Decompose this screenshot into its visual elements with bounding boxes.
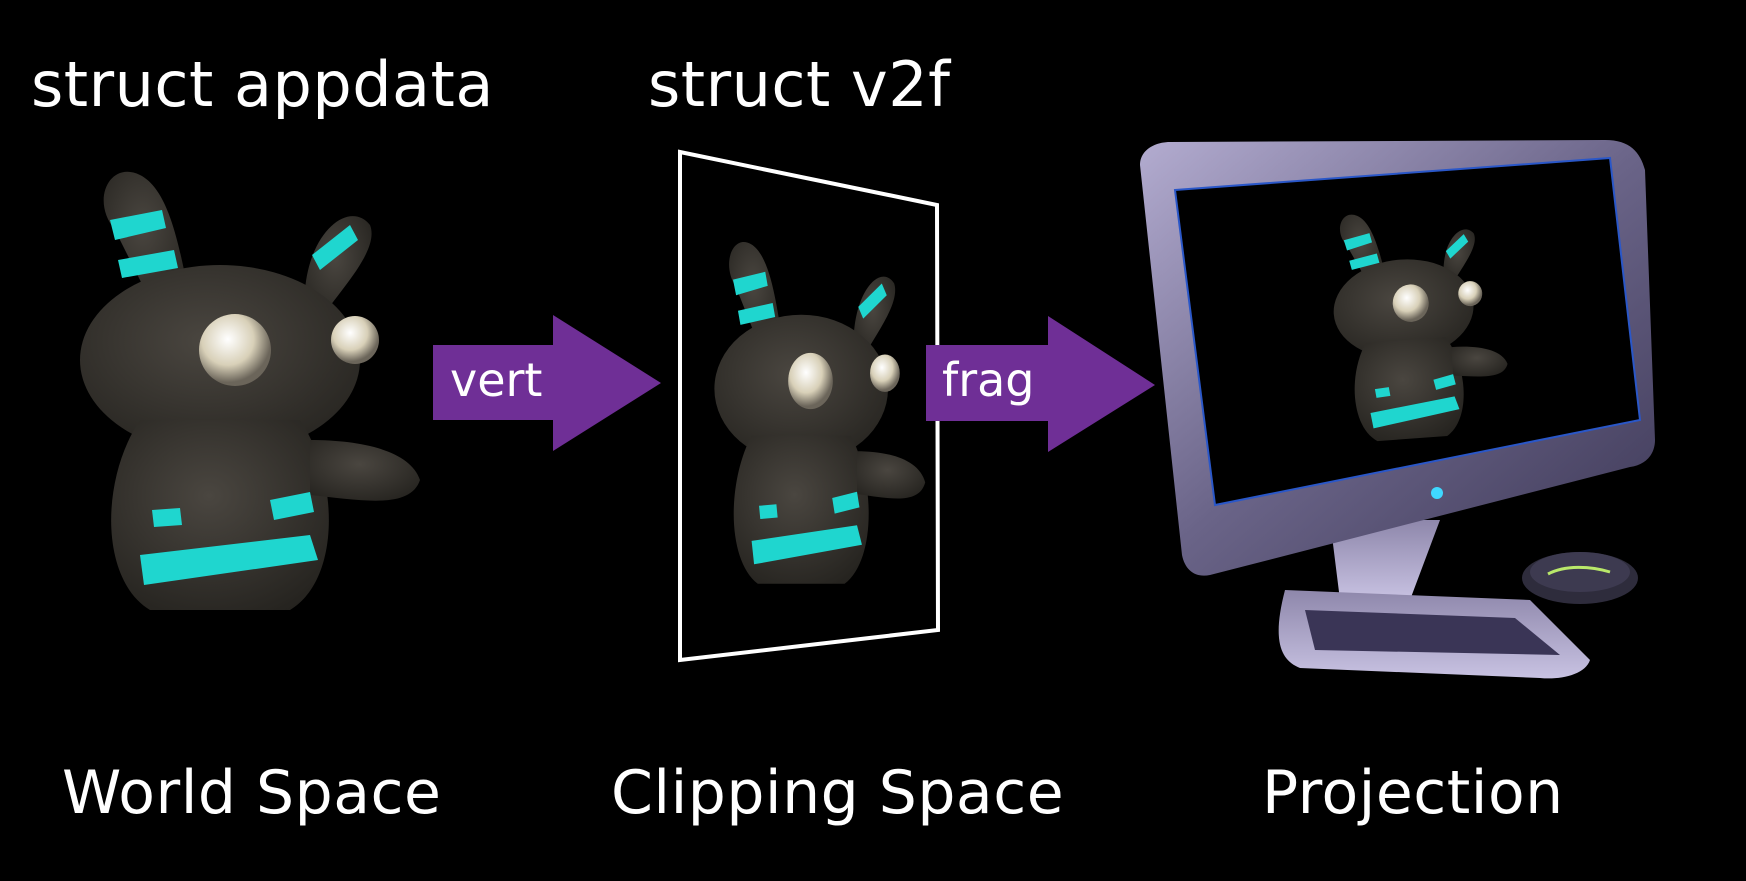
appdata-struct-label: struct appdata [31,48,494,121]
frag-arrow [926,316,1155,452]
world-bunny [80,171,420,610]
frag-arrow-label: frag [942,353,1035,407]
world-space-label: World Space [62,758,442,828]
clipping-space-label: Clipping Space [611,758,1065,828]
mouse-icon [1522,552,1638,604]
v2f-struct-label: struct v2f [648,48,951,121]
vert-arrow-label: vert [450,353,543,407]
vert-arrow [433,315,661,451]
projection-label: Projection [1262,758,1564,828]
